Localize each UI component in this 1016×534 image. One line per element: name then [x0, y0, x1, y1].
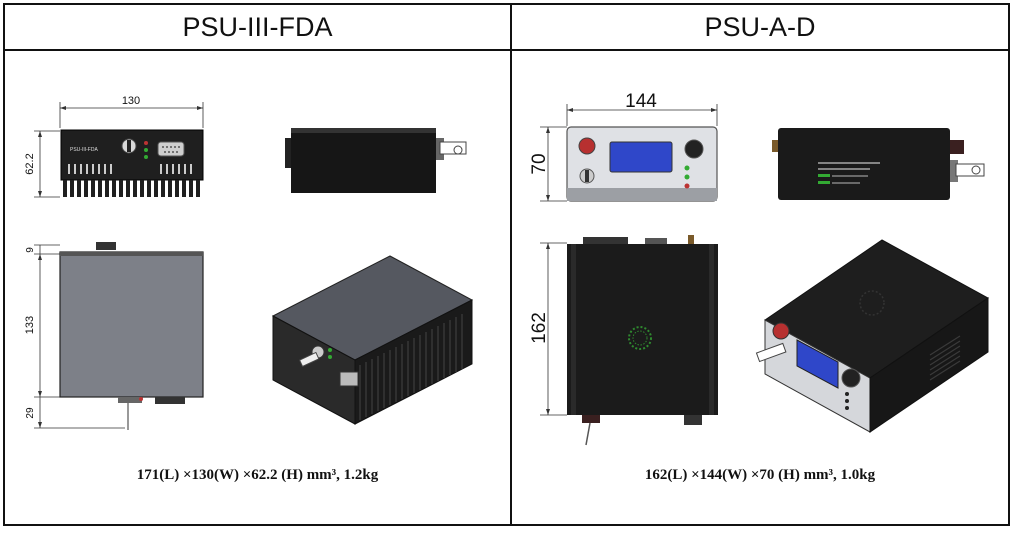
dim-depth-162: 162 — [529, 312, 550, 344]
dim-depth-133: 133 — [24, 316, 36, 334]
dim-offset-9: 9 — [25, 247, 36, 253]
column-title-psu-a-d: PSU-A-D — [704, 11, 816, 42]
front-panel-label: PSU-III-FDA — [70, 147, 98, 153]
spec-psu-iii-fda: 171(L) ×130(W) ×62.2 (H) mm³, 1.2kg — [136, 467, 379, 483]
dim-width-130: 130 — [122, 95, 140, 107]
header-divider — [5, 49, 1008, 51]
psu-iii-fda-side-view — [285, 128, 467, 193]
psu-iii-fda-isometric-view — [271, 255, 474, 425]
psu-iii-fda-front-view: 130 62.2 PSU-III-FDA — [24, 95, 204, 198]
psu-a-d-side-view — [772, 128, 985, 200]
product-table: PSU-III-FDA PSU-A-D 171(L) ×130(W) ×62.2… — [3, 3, 1010, 526]
spec-psu-a-d: 162(L) ×144(W) ×70 (H) mm³, 1.0kg — [644, 467, 876, 483]
dim-height-62-2: 62.2 — [24, 153, 36, 174]
dim-offset-29: 29 — [25, 407, 36, 419]
column-title-psu-iii-fda: PSU-III-FDA — [182, 11, 333, 42]
column-divider — [510, 5, 512, 524]
dim-height-70: 70 — [529, 153, 550, 174]
psu-iii-fda-top-view: 9 133 29 — [24, 242, 204, 430]
psu-a-d-top-view: 162 — [529, 235, 718, 446]
psu-a-d-front-view: 144 70 — [529, 91, 718, 202]
psu-a-d-isometric-view — [755, 239, 989, 433]
dim-width-144: 144 — [625, 91, 657, 112]
